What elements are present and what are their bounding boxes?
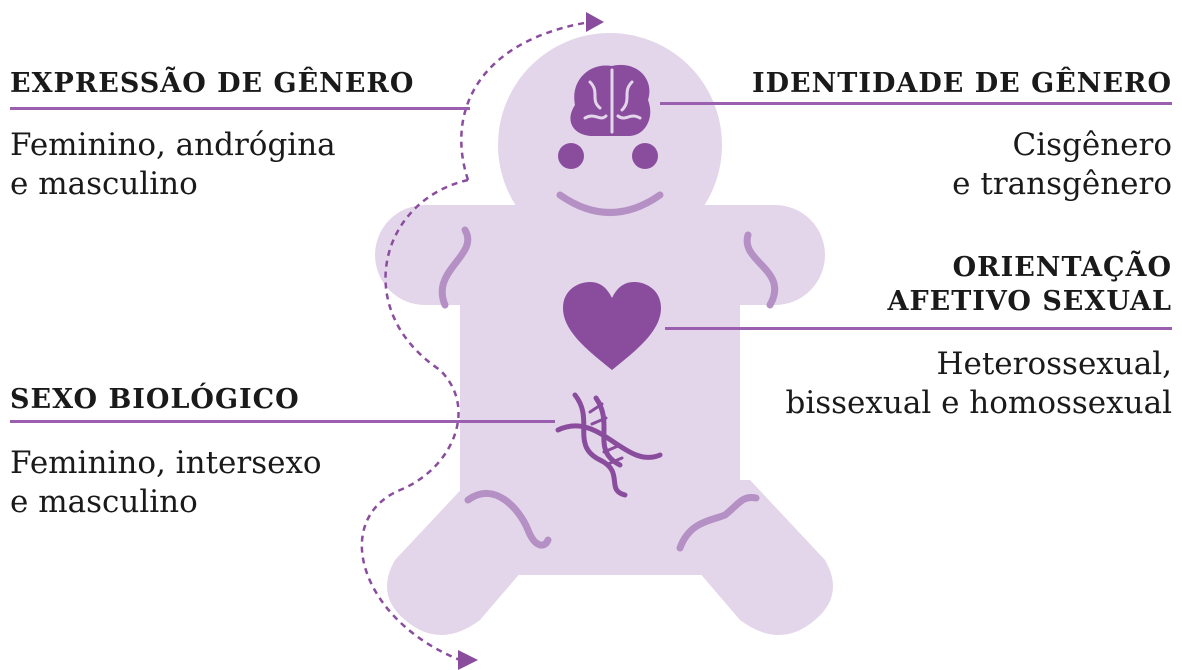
connector-sexo <box>10 420 555 423</box>
connector-identidade <box>660 102 1172 105</box>
desc-sexo-line1: Feminino, intersexo <box>10 444 322 483</box>
desc-identidade-line2: e transgênero <box>952 165 1172 204</box>
connector-orientacao <box>665 327 1172 330</box>
left-eye <box>558 143 584 169</box>
desc-expressao-line1: Feminino, andrógina <box>10 126 336 165</box>
arrowhead-top <box>586 12 604 32</box>
desc-orientacao-line2: bissexual e homossexual <box>785 384 1172 423</box>
heading-sexo: SEXO BIOLÓGICO <box>10 384 300 416</box>
heading-orientacao-line2: AFETIVO SEXUAL <box>888 286 1173 318</box>
right-eye <box>632 143 658 169</box>
desc-identidade-line1: Cisgênero <box>1012 126 1172 165</box>
desc-orientacao-line1: Heterossexual, <box>936 345 1172 384</box>
arrowhead-bottom <box>458 650 478 670</box>
heading-identidade: IDENTIDADE DE GÊNERO <box>752 68 1172 100</box>
desc-sexo-line2: e masculino <box>10 483 198 522</box>
heading-orientacao-line1: ORIENTAÇÃO <box>953 252 1172 284</box>
connector-expressao <box>10 107 470 110</box>
desc-expressao-line2: e masculino <box>10 165 198 204</box>
heading-expressao: EXPRESSÃO DE GÊNERO <box>10 68 414 100</box>
